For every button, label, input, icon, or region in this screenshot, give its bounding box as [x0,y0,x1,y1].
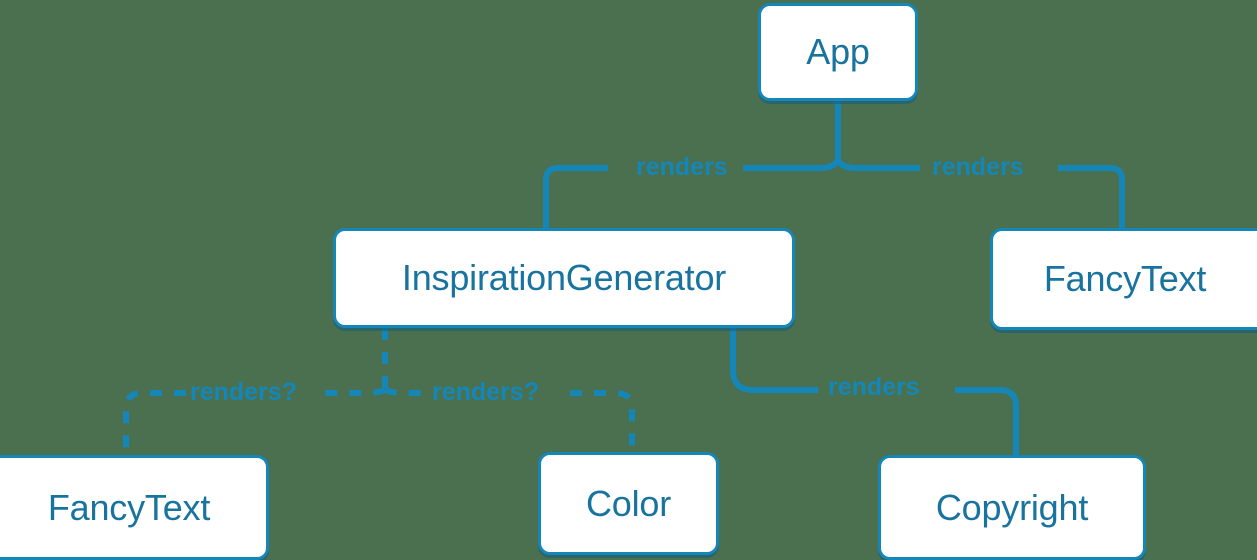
edge-app-to-inspirationgenerator-2 [543,165,608,228]
edge-label-inspirationgenerator-to-copyright: renders [828,373,920,401]
edge-app-to-inspirationgenerator [743,158,841,171]
edge-inspirationgenerator-to-color-dashed-2 [570,390,635,452]
node-copyright[interactable]: Copyright [878,455,1146,560]
node-app-label: App [806,31,870,72]
edge-app-to-fancytext-right-2 [1058,165,1125,228]
edge-label-app-to-inspirationgenerator: renders [636,153,728,181]
edge-label-inspirationgenerator-to-color: renders? [432,378,539,406]
node-app[interactable]: App [758,3,918,101]
edge-app-to-fancytext-right [835,158,920,171]
node-fancytext-bottom-left[interactable]: FancyText [0,455,269,560]
node-fancytext-right[interactable]: FancyText [990,228,1257,330]
edge-inspirationgenerator-to-fancytext-dashed-2 [123,390,186,455]
node-fancytext-right-label: FancyText [1043,258,1207,299]
node-color-label: Color [585,482,672,524]
edge-label-app-to-fancytext: renders [932,153,1024,181]
node-copyright-label: Copyright [935,486,1089,528]
node-fancytext-bottom-left-label: FancyText [47,486,211,528]
edge-inspirationgenerator-to-copyright [730,328,818,393]
edge-inspirationgenerator-to-fancytext-dashed [320,387,387,396]
node-inspirationgenerator-label: InspirationGenerator [401,257,727,298]
edge-inspirationgenerator-to-color-dashed [383,387,428,396]
node-inspirationgenerator[interactable]: InspirationGenerator [333,228,795,328]
node-color[interactable]: Color [538,452,719,555]
edge-inspirationgenerator-to-copyright-2 [955,387,1019,455]
edge-label-inspirationgenerator-to-fancytext: renders? [190,378,297,406]
